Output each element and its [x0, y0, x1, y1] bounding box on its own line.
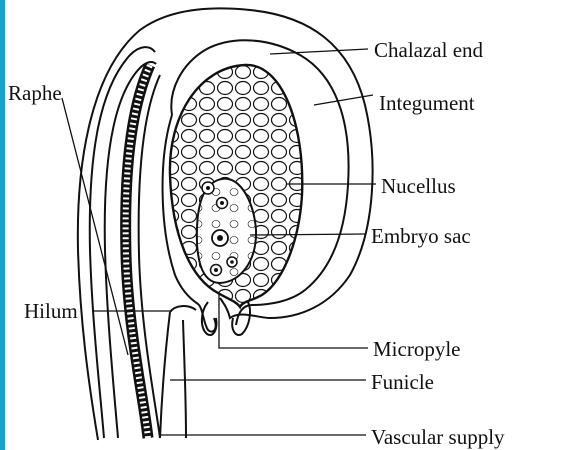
- raphe-band: [90, 47, 160, 438]
- label-funicle: Funicle: [371, 370, 434, 394]
- label-raphe: Raphe: [8, 81, 62, 105]
- label-embryo-sac: Embryo sac: [371, 224, 471, 248]
- leader-chalazal-end: [270, 49, 368, 54]
- label-integument: Integument: [379, 91, 475, 115]
- funicle: [160, 306, 196, 438]
- label-chalazal-end: Chalazal end: [374, 38, 484, 62]
- label-nucellus: Nucellus: [381, 174, 456, 198]
- label-vascular-supply: Vascular supply: [371, 425, 505, 449]
- label-micropyle: Micropyle: [373, 337, 460, 361]
- label-hilum: Hilum: [24, 299, 78, 323]
